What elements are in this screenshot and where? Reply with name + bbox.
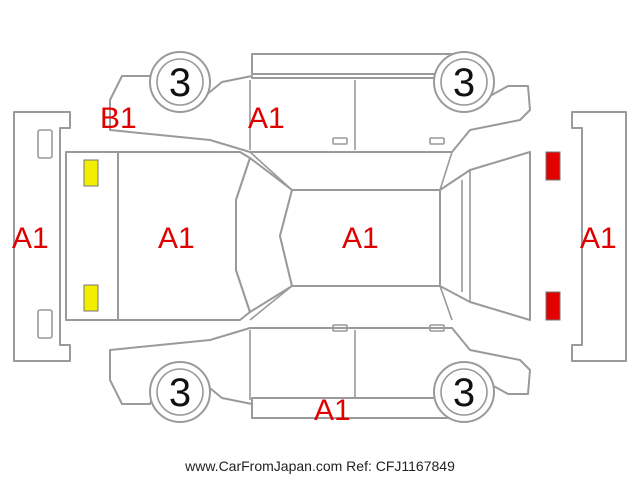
rear-right-wheel: 3 <box>433 361 495 423</box>
left-front-door-grade: A1 <box>248 102 285 135</box>
front-right-wheel-score: 3 <box>169 371 191 415</box>
rear-left-wheel: 3 <box>433 51 495 113</box>
front-bumper-grade: A1 <box>12 222 49 255</box>
front-right-headlamp <box>83 284 99 312</box>
front-left-headlamp <box>83 159 99 187</box>
rear-left-wheel-score: 3 <box>453 61 475 105</box>
rear-bumper <box>571 111 627 362</box>
rear-right-wheel-score: 3 <box>453 371 475 415</box>
rear-window-trunk <box>439 151 531 321</box>
hood-grade: A1 <box>158 222 195 255</box>
rear-left-taillamp <box>545 151 561 181</box>
front-bumper <box>13 111 71 362</box>
left-front-fender-grade: B1 <box>100 102 137 135</box>
rear-right-taillamp <box>545 291 561 321</box>
front-left-wheel-score: 3 <box>169 61 191 105</box>
hood <box>65 151 251 321</box>
roof <box>279 189 441 287</box>
right-rocker-grade: A1 <box>314 394 351 427</box>
front-right-wheel: 3 <box>149 361 211 423</box>
roof-grade: A1 <box>342 222 379 255</box>
left-roof-rail <box>251 53 453 75</box>
front-left-wheel: 3 <box>149 51 211 113</box>
footer-reference: www.CarFromJapan.com Ref: CFJ1167849 <box>185 458 455 474</box>
rear-bumper-grade: A1 <box>580 222 617 255</box>
right-rocker-panel <box>251 397 453 419</box>
